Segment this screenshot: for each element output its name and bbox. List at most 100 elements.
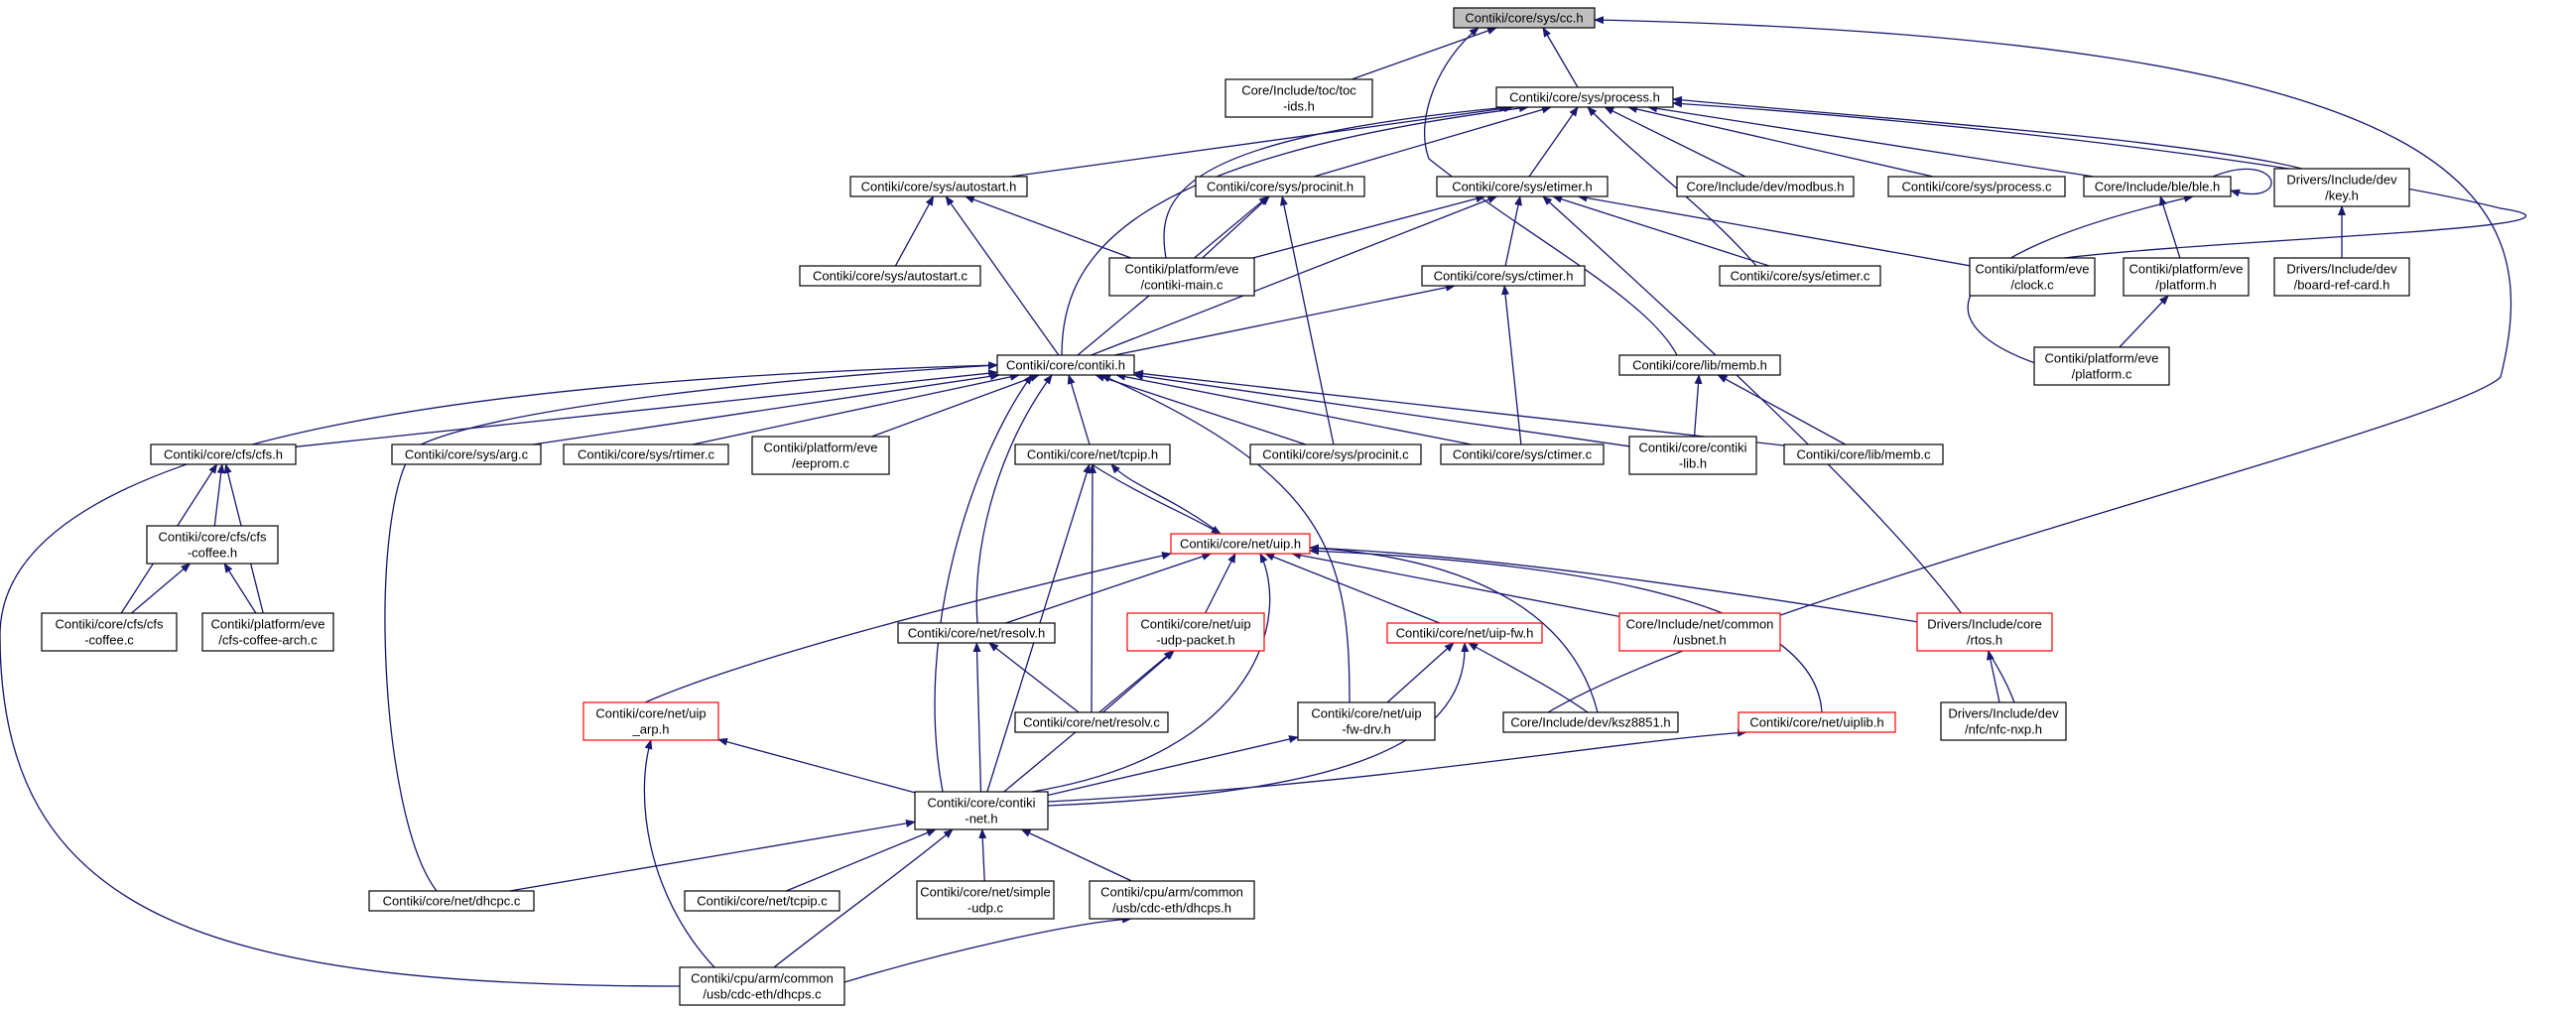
node-label: Contiki/core/contiki.h bbox=[1006, 358, 1125, 373]
node-label: _arp.h bbox=[632, 722, 670, 737]
node-rtos[interactable]: Drivers/Include/core/rtos.h bbox=[1916, 612, 2053, 652]
node-label: /usb/cdc-eth/dhcps.c bbox=[703, 987, 822, 1002]
edge-contiki_net-to-contiki_h bbox=[934, 374, 1033, 793]
edge-tcpip_h-to-contiki_h bbox=[1067, 374, 1091, 445]
node-board_ref[interactable]: Drivers/Include/dev/board-ref-card.h bbox=[2273, 257, 2410, 297]
node-platform_h[interactable]: Contiki/platform/eve/platform.h bbox=[2123, 257, 2250, 297]
node-tcpip_h[interactable]: Contiki/core/net/tcpip.h bbox=[1014, 443, 1171, 465]
node-box bbox=[2273, 168, 2410, 207]
node-toc[interactable]: Core/Include/toc/toc-ids.h bbox=[1224, 78, 1373, 118]
node-cfs_coffee_arch[interactable]: Contiki/platform/eve/cfs-coffee-arch.c bbox=[201, 612, 334, 652]
node-key[interactable]: Drivers/Include/dev/key.h bbox=[2273, 168, 2410, 207]
edge-toc-to-cc bbox=[1351, 27, 1497, 80]
node-process_c[interactable]: Contiki/core/sys/process.c bbox=[1887, 176, 2066, 197]
edge-tcpip_c-to-contiki_net bbox=[786, 828, 937, 892]
node-box bbox=[368, 890, 535, 912]
node-uiplib[interactable]: Contiki/core/net/uiplib.h bbox=[1738, 711, 1896, 733]
node-simple_udp[interactable]: Contiki/core/net/simple-udp.c bbox=[916, 880, 1055, 920]
edge-procinit_c-to-contiki_h bbox=[1095, 374, 1307, 445]
node-dhcps_c[interactable]: Contiki/cpu/arm/common/usb/cdc-eth/dhcps… bbox=[679, 966, 845, 1006]
node-contiki_h[interactable]: Contiki/core/contiki.h bbox=[996, 354, 1135, 376]
node-box bbox=[1249, 443, 1422, 465]
node-memb_c[interactable]: Contiki/core/lib/memb.c bbox=[1783, 443, 1944, 465]
node-ctimer_h[interactable]: Contiki/core/sys/ctimer.h bbox=[1421, 265, 1586, 287]
node-box bbox=[1676, 176, 1855, 197]
node-fw_drv[interactable]: Contiki/core/net/uip-fw-drv.h bbox=[1297, 701, 1436, 741]
node-memb_h[interactable]: Contiki/core/lib/memb.h bbox=[1618, 354, 1781, 376]
node-label: /contiki-main.c bbox=[1140, 278, 1224, 293]
node-uip_h[interactable]: Contiki/core/net/uip.h bbox=[1170, 533, 1311, 555]
node-box bbox=[1195, 176, 1365, 197]
node-label: Contiki/core/cfs/cfs.h bbox=[164, 447, 283, 462]
node-label: Contiki/platform/eve bbox=[764, 441, 878, 455]
node-modbus[interactable]: Core/Include/dev/modbus.h bbox=[1676, 176, 1855, 197]
node-label: Contiki/cpu/arm/common bbox=[691, 971, 834, 986]
node-label: Contiki/core/contiki bbox=[1638, 441, 1746, 455]
node-procinit_h[interactable]: Contiki/core/sys/procinit.h bbox=[1195, 176, 1365, 197]
edge-ksz-to-cc bbox=[1547, 16, 2512, 713]
node-cfs_h[interactable]: Contiki/core/cfs/cfs.h bbox=[150, 443, 297, 465]
node-usbnet[interactable]: Core/Include/net/common/usbnet.h bbox=[1618, 612, 1781, 652]
edge-arg_c-to-contiki_h bbox=[533, 372, 1000, 445]
node-etimer_c[interactable]: Contiki/core/sys/etimer.c bbox=[1719, 265, 1881, 287]
node-cfs_coffee_c[interactable]: Contiki/core/cfs/cfs-coffee.c bbox=[41, 612, 178, 652]
node-platform_c[interactable]: Contiki/platform/eve/platform.c bbox=[2033, 346, 2170, 386]
node-resolv_h[interactable]: Contiki/core/net/resolv.h bbox=[897, 622, 1056, 644]
node-label: Contiki/core/sys/autostart.c bbox=[813, 269, 968, 284]
node-udp_packet[interactable]: Contiki/core/net/uip-udp-packet.h bbox=[1126, 612, 1265, 652]
node-ble[interactable]: Core/Include/ble/ble.h bbox=[2083, 176, 2232, 197]
node-box bbox=[1887, 176, 2066, 197]
node-box bbox=[391, 443, 542, 465]
node-dhcpc[interactable]: Contiki/core/net/dhcpc.c bbox=[368, 890, 535, 912]
node-label: -coffee.h bbox=[188, 546, 237, 561]
node-resolv_c[interactable]: Contiki/core/net/resolv.c bbox=[1014, 711, 1169, 733]
node-procinit_c[interactable]: Contiki/core/sys/procinit.c bbox=[1249, 443, 1422, 465]
node-clock[interactable]: Contiki/platform/eve/clock.c bbox=[1969, 257, 2096, 297]
node-box bbox=[916, 880, 1055, 920]
node-box bbox=[1297, 701, 1436, 741]
edge-ctimer_h-to-etimer_h bbox=[1504, 195, 1522, 267]
node-box bbox=[1386, 622, 1543, 644]
node-contiki_main[interactable]: Contiki/platform/eve/contiki-main.c bbox=[1108, 257, 1255, 297]
node-box bbox=[582, 701, 719, 741]
node-label: Contiki/core/lib/memb.c bbox=[1796, 447, 1931, 462]
node-label: -fw-drv.h bbox=[1342, 722, 1391, 737]
node-box bbox=[1719, 265, 1881, 287]
node-label: Contiki/core/sys/autostart.h bbox=[861, 180, 1017, 194]
node-nfc[interactable]: Drivers/Include/dev/nfc/nfc-nxp.h bbox=[1940, 701, 2067, 741]
node-tcpip_c[interactable]: Contiki/core/net/tcpip.c bbox=[684, 890, 840, 912]
node-label: /clock.c bbox=[2010, 278, 2054, 293]
node-label: /platform.c bbox=[2072, 367, 2132, 382]
edge-procinit_c-to-procinit_h bbox=[1280, 195, 1335, 445]
edge-ble-to-ble bbox=[2212, 168, 2272, 197]
node-label: Contiki/platform/eve bbox=[2129, 262, 2244, 277]
node-eeprom[interactable]: Contiki/platform/eve/eeprom.c bbox=[751, 436, 890, 475]
edge-fw_drv-to-contiki_h bbox=[1100, 374, 1351, 703]
node-uip_arp[interactable]: Contiki/core/net/uip_arp.h bbox=[582, 701, 719, 741]
nodes-layer: Contiki/core/sys/cc.hCore/Include/toc/to… bbox=[41, 7, 2410, 1006]
node-box bbox=[201, 612, 334, 652]
node-box bbox=[897, 622, 1056, 644]
node-cfs_coffee_h[interactable]: Contiki/core/cfs/cfs-coffee.h bbox=[146, 525, 279, 565]
node-autostart_c[interactable]: Contiki/core/sys/autostart.c bbox=[799, 265, 981, 287]
node-contiki_lib[interactable]: Contiki/core/contiki-lib.h bbox=[1628, 436, 1757, 475]
node-box bbox=[1940, 701, 2067, 741]
node-label: Contiki/core/net/resolv.h bbox=[908, 626, 1046, 641]
node-label: -udp-packet.h bbox=[1156, 633, 1235, 648]
node-autostart_h[interactable]: Contiki/core/sys/autostart.h bbox=[849, 176, 1028, 197]
edge-rtos-to-uip_h bbox=[1309, 544, 1926, 624]
node-ksz[interactable]: Core/Include/dev/ksz8851.h bbox=[1502, 711, 1679, 733]
node-cc[interactable]: Contiki/core/sys/cc.h bbox=[1453, 7, 1596, 29]
node-label: -lib.h bbox=[1679, 456, 1707, 471]
node-ctimer_c[interactable]: Contiki/core/sys/ctimer.c bbox=[1440, 443, 1605, 465]
edge-dhcps_c-to-dhcps_h bbox=[843, 915, 1132, 983]
node-dhcps_h[interactable]: Contiki/cpu/arm/common/usb/cdc-eth/dhcps… bbox=[1089, 880, 1255, 920]
node-box bbox=[684, 890, 840, 912]
node-uip_fw_h[interactable]: Contiki/core/net/uip-fw.h bbox=[1386, 622, 1543, 644]
node-rtimer_c[interactable]: Contiki/core/sys/rtimer.c bbox=[563, 443, 729, 465]
edge-resolv_c-to-tcpip_h bbox=[1088, 463, 1096, 713]
node-etimer_h[interactable]: Contiki/core/sys/etimer.h bbox=[1436, 176, 1609, 197]
node-arg_c[interactable]: Contiki/core/sys/arg.c bbox=[391, 443, 542, 465]
node-contiki_net[interactable]: Contiki/core/contiki-net.h bbox=[914, 791, 1049, 830]
node-process[interactable]: Contiki/core/sys/process.h bbox=[1495, 86, 1674, 108]
